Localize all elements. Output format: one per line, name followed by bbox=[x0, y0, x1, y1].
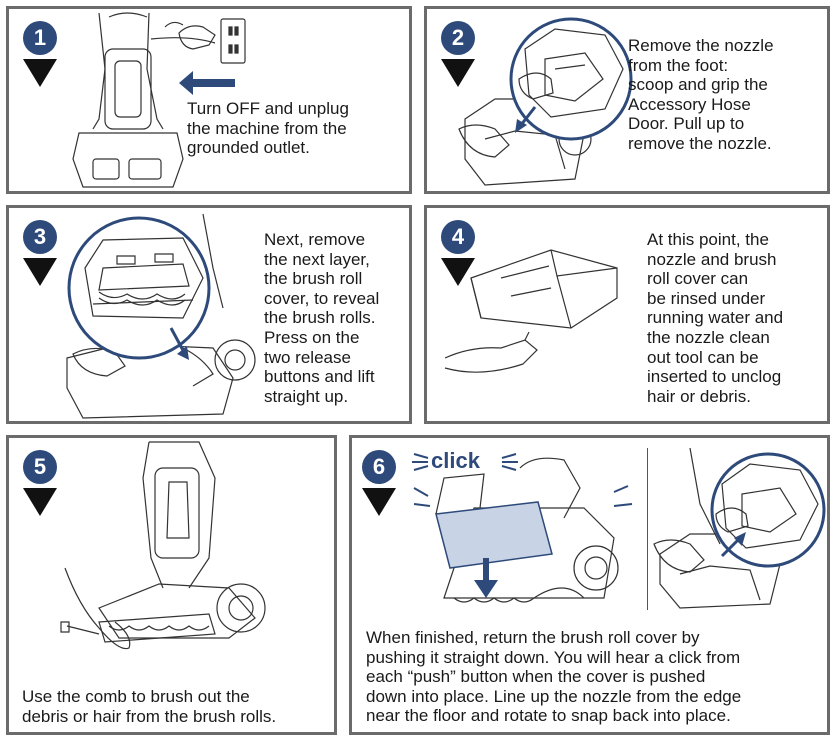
step-1-badge: 1 bbox=[23, 21, 57, 55]
step-5-badge: 5 bbox=[23, 450, 57, 484]
step-2-panel: 2 Remove the nozzle from the foot: scoop… bbox=[424, 6, 830, 194]
step-3-panel: 3 Next, remove the next layer, the brush… bbox=[6, 205, 412, 424]
brush-roll-cover-highlight bbox=[436, 502, 552, 568]
step-4-badge: 4 bbox=[441, 220, 475, 254]
step-2-marker-icon bbox=[441, 59, 475, 87]
step-1-instruction: Turn OFF and unplug the machine from the… bbox=[187, 99, 349, 158]
step-5-marker-icon bbox=[23, 488, 57, 516]
step-5-panel: 5 Use the comb to brush out the debris o… bbox=[6, 435, 337, 735]
click-sound-icon bbox=[410, 448, 520, 478]
step-6-illustration-right bbox=[650, 444, 826, 612]
click-label: click bbox=[431, 448, 480, 473]
step-1-illustration bbox=[69, 9, 249, 191]
step-6-instruction: When finished, return the brush roll cov… bbox=[366, 628, 742, 726]
step-4-panel: 4 At this point, the nozzle and brush ro… bbox=[424, 205, 830, 424]
step-3-instruction: Next, remove the next layer, the brush r… bbox=[264, 230, 380, 406]
step-6-marker-icon bbox=[362, 488, 396, 516]
step-1-direction-arrow-icon bbox=[179, 71, 235, 95]
push-down-arrow-icon bbox=[474, 580, 498, 598]
step-6-badge: 6 bbox=[362, 450, 396, 484]
step-6-panel: 6 click bbox=[349, 435, 830, 735]
step-5-illustration bbox=[59, 438, 273, 670]
step-3-illustration bbox=[63, 208, 259, 422]
step-2-badge: 2 bbox=[441, 21, 475, 55]
step-4-illustration bbox=[441, 238, 631, 388]
step-2-illustration bbox=[455, 9, 625, 191]
step-3-marker-icon bbox=[23, 258, 57, 286]
step-3-badge: 3 bbox=[23, 220, 57, 254]
step-1-marker-icon bbox=[23, 59, 57, 87]
step-4-instruction: At this point, the nozzle and brush roll… bbox=[647, 230, 784, 406]
step-4-marker-icon bbox=[441, 258, 475, 286]
step-6-illustration-left bbox=[414, 448, 636, 618]
step-5-instruction: Use the comb to brush out the debris or … bbox=[22, 687, 277, 726]
illustration-divider bbox=[647, 448, 648, 610]
step-2-instruction: Remove the nozzle from the foot: scoop a… bbox=[628, 36, 774, 153]
step-1-panel: 1 Turn OFF and unplu bbox=[6, 6, 412, 194]
